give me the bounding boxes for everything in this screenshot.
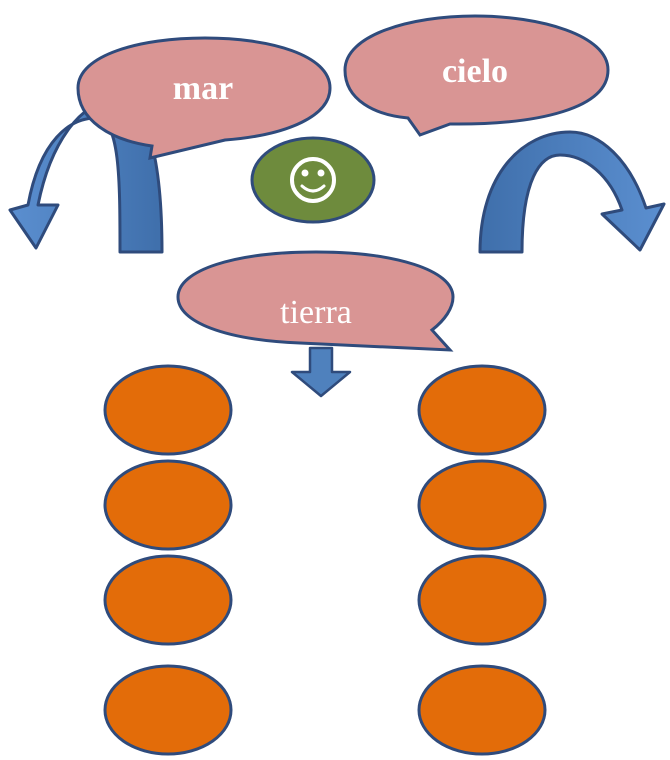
orange-dot [103,459,233,551]
speech-bubble-mar: mar [76,36,332,160]
orange-dot [417,459,547,551]
orange-dot [417,364,547,456]
curved-arrow-right [478,130,666,254]
down-arrow-icon [290,346,352,398]
speech-bubble-tierra: tierra [176,250,455,352]
dot-column-right [417,364,547,756]
bubble-label-cielo: cielo [442,53,508,90]
smiley-face-icon [250,136,376,224]
bubble-label-mar: mar [173,70,233,107]
orange-dot [103,364,233,456]
speech-bubble-cielo: cielo [343,14,610,137]
bubble-label-tierra: tierra [280,294,352,331]
dot-column-left [103,364,233,756]
orange-dot [417,554,547,646]
orange-dot [103,664,233,756]
orange-dot [103,554,233,646]
orange-dot [417,664,547,756]
